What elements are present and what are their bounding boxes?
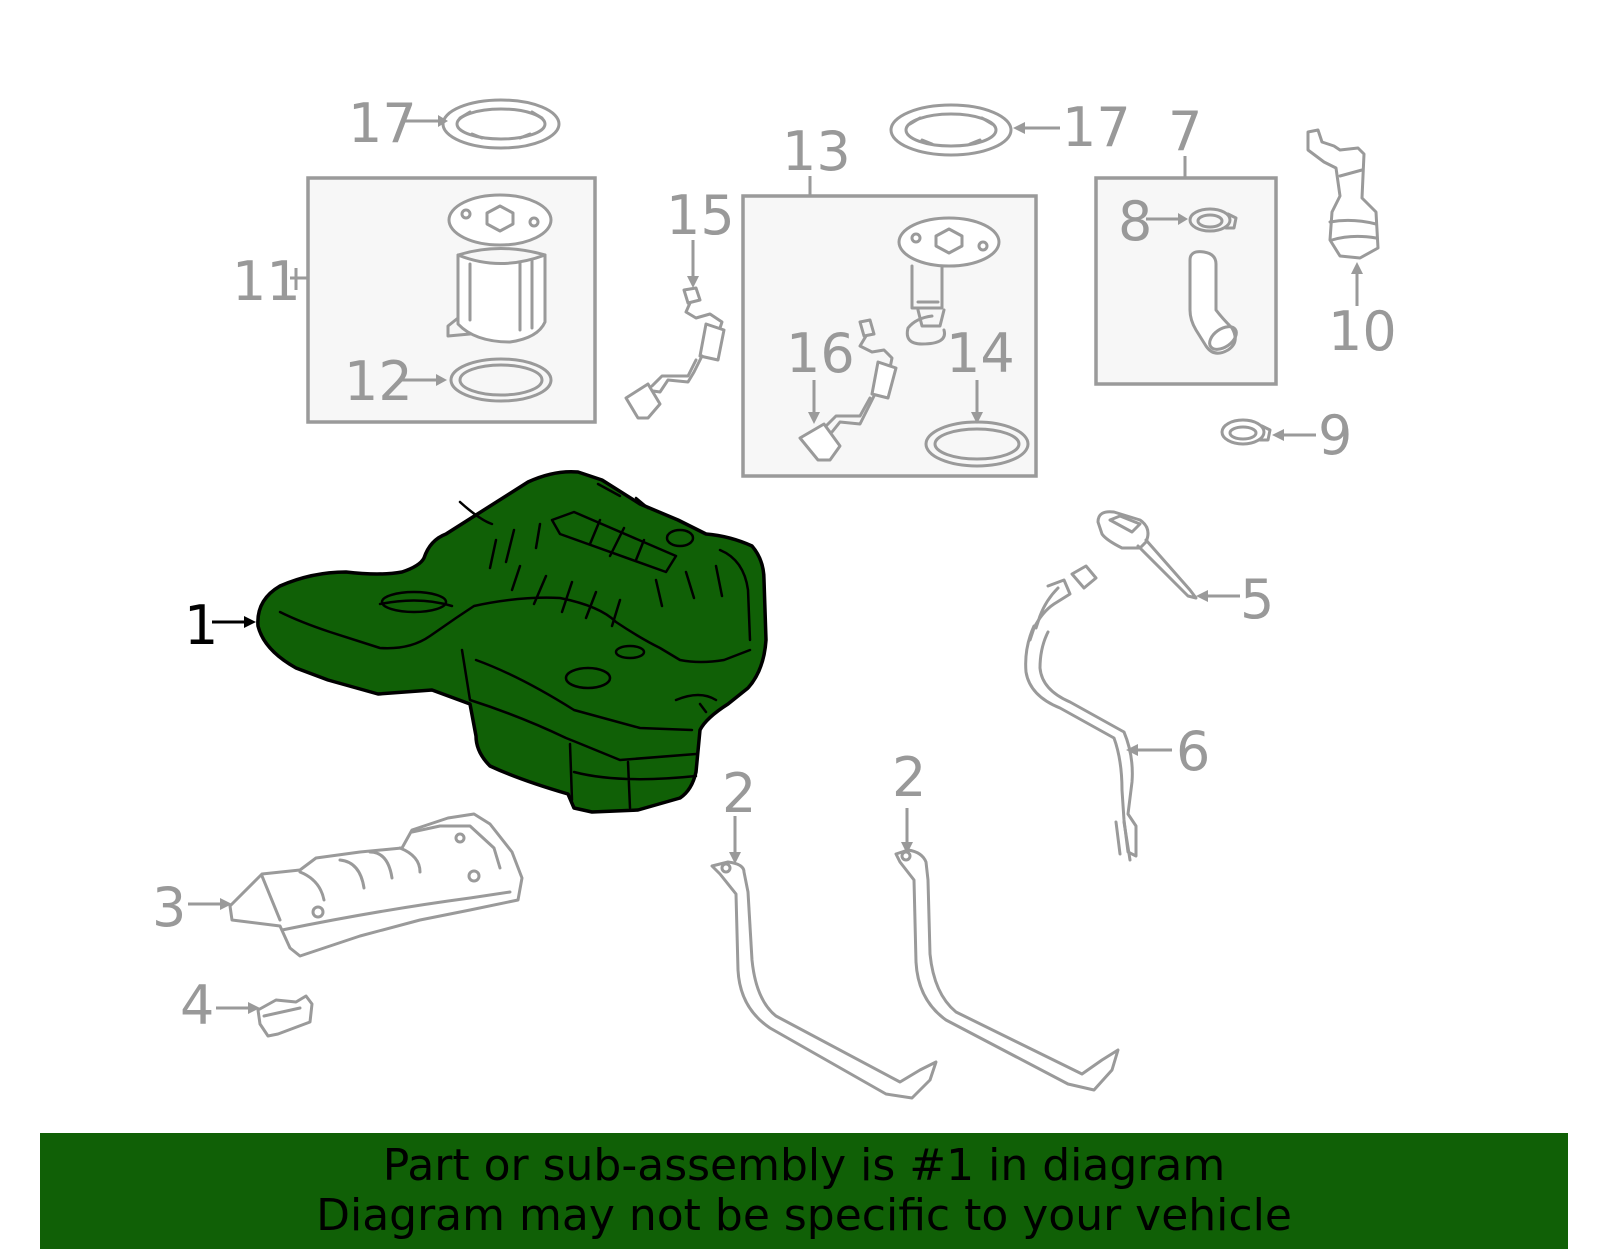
lock-ring-left-icon[interactable] [441,98,561,150]
callout-13[interactable]: 13 [782,120,851,183]
callout-2-left[interactable]: 2 [722,762,756,825]
callout-12[interactable]: 12 [344,350,413,413]
callout-14-arrow [971,412,983,424]
fuel-tank-1-icon[interactable] [256,469,768,814]
tank-strap-2-left-icon[interactable] [710,860,938,1100]
callout-2-left-arrow [729,852,741,864]
callout-9-arrow [1272,429,1284,441]
hose-clamp-9-icon[interactable] [1220,418,1272,446]
tank-strap-2-right-icon[interactable] [894,848,1120,1092]
callout-1[interactable]: 1 [184,594,218,657]
callout-9[interactable]: 9 [1318,404,1352,467]
callout-16-arrow [808,412,820,424]
callout-2-right-arrow [901,842,913,854]
banner-line-disclaimer: Diagram may not be specific to your vehi… [316,1190,1292,1241]
callout-3[interactable]: 3 [152,876,186,939]
callout-2-right[interactable]: 2 [892,746,926,809]
gasket-12-icon[interactable] [449,357,553,403]
callout-10[interactable]: 10 [1328,300,1397,363]
callout-6[interactable]: 6 [1176,720,1210,783]
lock-ring-right-icon[interactable] [889,103,1013,157]
banner-line-part-number: Part or sub-assembly is #1 in diagram [382,1140,1226,1191]
callout-1-arrow [244,616,256,628]
fuel-pump-module-13-icon[interactable] [897,216,1001,346]
callout-17-right-arrow [1013,122,1025,134]
callout-15-arrow [687,276,699,288]
callout-14[interactable]: 14 [946,322,1015,385]
gasket-14-icon[interactable] [924,420,1030,468]
fuel-level-sender-16-icon[interactable] [798,318,898,462]
clip-4-icon[interactable] [256,994,314,1038]
callout-17-left[interactable]: 17 [348,92,417,155]
callout-3-arrow [220,898,232,910]
vent-hose-10-icon[interactable] [1306,128,1380,260]
callout-17-right[interactable]: 17 [1062,96,1131,159]
callout-11-leader [290,268,308,290]
fuel-pump-module-11-icon[interactable] [446,193,553,344]
heat-shield-3-icon[interactable] [228,812,524,958]
callout-11[interactable]: 11 [232,250,301,313]
info-banner: Part or sub-assembly is #1 in diagram Di… [40,1133,1568,1249]
callout-16[interactable]: 16 [786,322,855,385]
callout-4-arrow [248,1002,260,1014]
fuel-level-sender-15-icon[interactable] [624,286,726,420]
filler-cap-5-icon[interactable] [1096,510,1198,600]
callout-15[interactable]: 15 [666,184,735,247]
callout-17-left-arrow [438,115,448,127]
filler-pipe-6-icon[interactable] [1024,564,1138,862]
callout-4[interactable]: 4 [180,974,214,1037]
callout-8[interactable]: 8 [1118,190,1152,253]
callout-5-arrow [1196,590,1208,602]
callout-8-arrow [1178,213,1188,225]
callout-7[interactable]: 7 [1168,100,1202,163]
callout-5[interactable]: 5 [1240,568,1274,631]
hose-7-icon[interactable] [1188,250,1240,355]
callout-12-arrow [436,374,447,386]
callout-6-arrow [1126,744,1138,756]
hose-clamp-8-icon[interactable] [1188,207,1238,233]
callout-10-arrow [1351,262,1363,274]
